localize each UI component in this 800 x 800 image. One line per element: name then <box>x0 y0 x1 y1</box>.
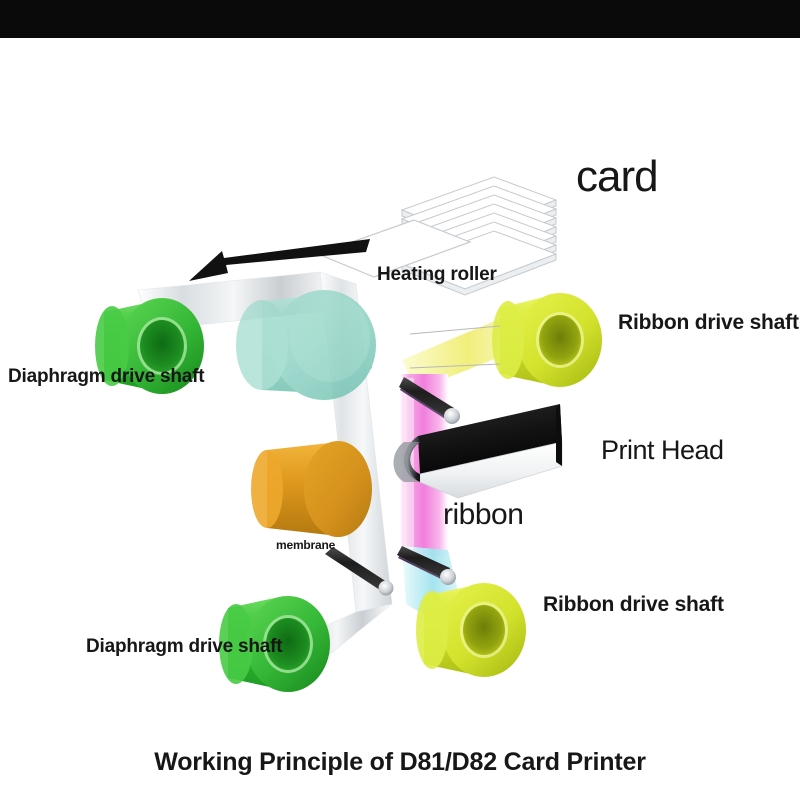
label-ribbon-drive-shaft-top: Ribbon drive shaft <box>618 311 799 334</box>
page-title: Working Principle of D81/D82 Card Printe… <box>154 748 646 776</box>
diaphragm-drive-shaft-top-spool <box>95 298 204 394</box>
label-heating-roller: Heating roller <box>377 264 497 285</box>
printer-diagram-svg <box>95 176 602 692</box>
ribbon-drive-shaft-bottom-spool <box>416 583 526 677</box>
ribbon-guide-pin-bottom <box>397 546 456 585</box>
ribbon-guide-pin-top <box>399 377 460 424</box>
label-diaphragm-drive-shaft-bottom: Diaphragm drive shaft <box>86 636 283 657</box>
label-print-head: Print Head <box>601 435 724 465</box>
label-ribbon-drive-shaft-bottom: Ribbon drive shaft <box>543 593 724 616</box>
label-membrane: membrane <box>276 538 336 552</box>
label-card: card <box>576 152 659 201</box>
print-head <box>393 404 563 499</box>
heating-roller <box>236 290 376 400</box>
label-ribbon: ribbon <box>443 498 524 531</box>
top-black-bar <box>0 0 800 38</box>
feed-direction-arrow <box>189 239 370 281</box>
ribbon-drive-shaft-top-spool <box>409 293 602 387</box>
feeding-card <box>316 219 472 278</box>
orange-roller <box>251 441 372 537</box>
card-stack <box>316 176 558 296</box>
printer-mechanism-illustration <box>0 38 800 738</box>
membrane-guide-pin <box>325 547 394 596</box>
label-diaphragm-drive-shaft-top: Diaphragm drive shaft <box>8 366 205 387</box>
diaphragm-drive-shaft-bottom-spool <box>219 596 330 692</box>
